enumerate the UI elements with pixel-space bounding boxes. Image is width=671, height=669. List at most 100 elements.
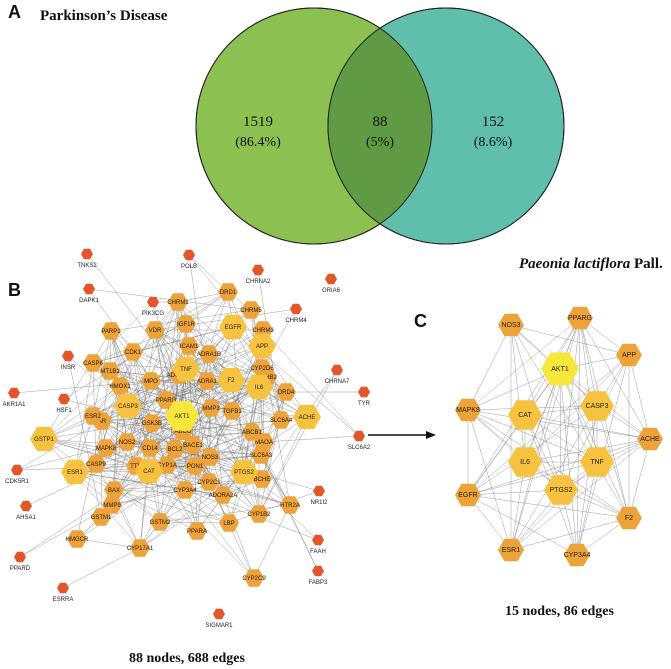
network-b-caption: 88 nodes, 688 edges — [129, 651, 245, 666]
network-b-node-shape — [187, 522, 207, 540]
network-b-node-label: POLB — [181, 264, 197, 270]
network-b-node-casp9: CASP9 — [86, 455, 106, 473]
network-b-node-label: CHRNA7 — [325, 379, 350, 385]
network-b-node-shape — [91, 508, 111, 526]
network-b-edge — [43, 385, 121, 440]
network-b-edge — [165, 301, 179, 401]
network-b-node-shape — [8, 387, 20, 399]
network-b-node-shape — [252, 359, 272, 377]
network-b-node-label: GSTM1 — [91, 515, 112, 521]
network-b-node-shape — [251, 446, 271, 464]
network-b-node-chrm4: CHRM4 — [285, 303, 307, 324]
network-c-edge — [576, 461, 598, 556]
network-b-node-abcb1: ABCB1 — [242, 423, 262, 441]
network-c-node-cat: CAT — [508, 400, 542, 430]
network-c-node-label: CAT — [518, 412, 532, 419]
network-c-node-shape — [455, 483, 481, 507]
network-b-node-label: BACE1 — [183, 443, 203, 449]
network-b-node-hmgcr: HMGCR — [66, 530, 89, 548]
network-b-node-shape — [67, 530, 87, 548]
network-b-node-label: ACHE — [299, 415, 316, 421]
network-b-node-shape — [81, 248, 93, 260]
network-b-node-ache: ACHE — [293, 404, 321, 430]
network-b-node-shape — [117, 433, 137, 451]
network-b-edge — [184, 391, 287, 491]
network-c-edge — [576, 405, 598, 556]
network-b-node-shape — [197, 372, 217, 390]
network-b-node-label: CYP2D6 — [250, 366, 274, 372]
network-b-edge — [67, 355, 102, 518]
network-b-node-label: F2 — [227, 378, 235, 384]
network-b-node-label: ESR1 — [67, 470, 83, 476]
panel-letter-b: B — [8, 280, 21, 300]
network-b-node-label: CYP3A4 — [173, 488, 197, 494]
network-b-edge — [263, 435, 360, 443]
network-b-node-shape — [20, 500, 32, 512]
network-b-node-ppard: PPARD — [10, 551, 31, 572]
network-b-edge — [43, 438, 141, 549]
network-c-edge — [560, 317, 581, 491]
network-b-node-shape — [96, 439, 116, 457]
network-b-edge — [110, 330, 153, 424]
network-b-node-shape — [312, 565, 324, 577]
network-b-node-label: MMP3 — [202, 406, 220, 412]
network-c-edge — [467, 494, 630, 519]
network-c-nodes: NOS3PPARGAPPACHEF2CYP3A4ESR1EGFRMAPK8CAT… — [455, 306, 663, 567]
network-b-node-shape — [57, 582, 69, 594]
network-b-edge — [76, 465, 196, 540]
network-b-node-akt1: AKT1 — [165, 401, 199, 431]
network-b-node-ahsa1: AHSA1 — [16, 500, 36, 521]
network-b-node-label: CYP2C1 — [197, 480, 221, 486]
network-b-edge — [25, 447, 151, 507]
network-b-node-app: APP — [248, 333, 276, 359]
network-b-node-shape — [244, 569, 264, 587]
network-b-node-slc6a3: SLC6A3 — [250, 446, 273, 464]
network-b-node-gria6: GRIA6 — [322, 273, 341, 294]
network-b-node-tyr: TYR — [358, 386, 371, 407]
network-c-node-shape — [455, 398, 481, 422]
network-b-edge — [178, 374, 282, 421]
network-b-node-label: PTGS2 — [234, 470, 254, 476]
network-c-node-il6: IL6 — [508, 447, 542, 477]
network-b-node-casp3: CASP3 — [114, 393, 142, 419]
network-b-edge — [159, 504, 291, 523]
network-b-node-shape — [242, 423, 262, 441]
network-b-edge — [127, 301, 179, 407]
network-b-node-label: PARP1 — [101, 329, 121, 335]
network-b-node-label: MPO — [144, 379, 158, 385]
network-c-edge — [510, 324, 630, 519]
network-b-node-shape — [213, 608, 225, 620]
network-b-node-label: APP — [256, 344, 268, 350]
network-b-node-label: CHRNA2 — [246, 279, 271, 285]
network-b-node-label: BCHE — [254, 477, 271, 483]
network-b-node-shape — [201, 399, 221, 417]
network-c-node-casp3: CASP3 — [580, 391, 614, 421]
network-b-node-label: VDR — [149, 328, 162, 334]
network-b-node-shape — [168, 293, 188, 311]
network-b-node-label: GSK3B — [142, 421, 162, 427]
network-b-node-adora2a: ADORA2A — [209, 486, 237, 504]
network-b-node-shape — [83, 354, 103, 372]
network-b-node-gsk3b: GSK3B — [142, 414, 162, 432]
network-b-node-shape — [102, 496, 122, 514]
network-b-node-label: ABCG — [174, 429, 191, 435]
network-b-node-label: PON1 — [187, 464, 204, 470]
network-b-edge — [76, 538, 141, 549]
network-c-node-ptgs2: PTGS2 — [544, 475, 578, 505]
network-b-node-tnf: TNF — [172, 356, 200, 382]
network-b-edge — [95, 463, 161, 523]
network-b-node-label: MMP9 — [103, 503, 121, 509]
network-b-edge — [258, 369, 338, 515]
network-b-node-label: IGF1R — [177, 322, 195, 328]
venn-right-label-suffix: Pall. — [630, 256, 663, 272]
network-b-node-shape — [83, 283, 95, 295]
network-b-node-shape — [14, 551, 26, 563]
arrow-head — [426, 431, 436, 439]
network-b-node-igf1r: IGF1R — [176, 315, 196, 333]
network-c-node-shape — [508, 400, 542, 430]
network-b-node-casp8: CASP8 — [83, 354, 103, 372]
network-b-node-label: HSF1 — [56, 408, 72, 414]
network-c-node-label: CYP3A4 — [564, 552, 591, 559]
network-b-node-label: CHRM5 — [240, 308, 262, 314]
network-b-node-shape — [249, 505, 269, 523]
